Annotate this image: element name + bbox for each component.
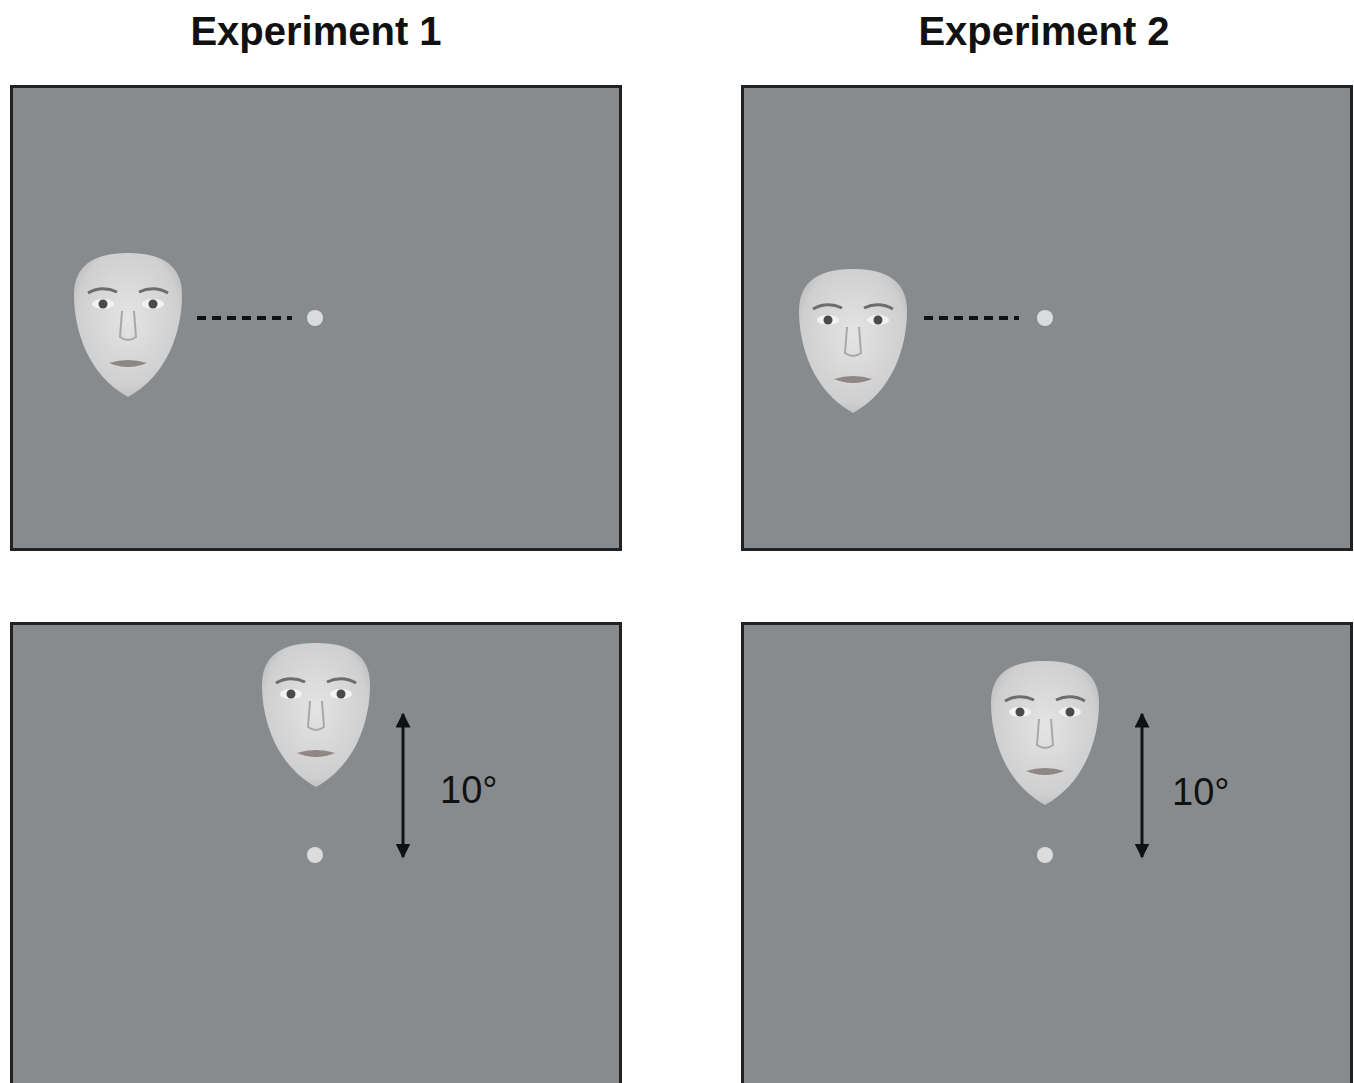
stimulus-panel: 10°: [10, 622, 622, 1083]
stimulus-panel: 10°: [741, 622, 1353, 1083]
stimulus-panel: Experiment 2: [741, 85, 1353, 551]
column-heading: Experiment 1: [10, 8, 622, 54]
angle-label: 10°: [440, 768, 497, 812]
column-heading: Experiment 2: [738, 8, 1350, 54]
stimulus-panel: Experiment 1: [10, 85, 622, 551]
angle-label: 10°: [1172, 770, 1229, 814]
